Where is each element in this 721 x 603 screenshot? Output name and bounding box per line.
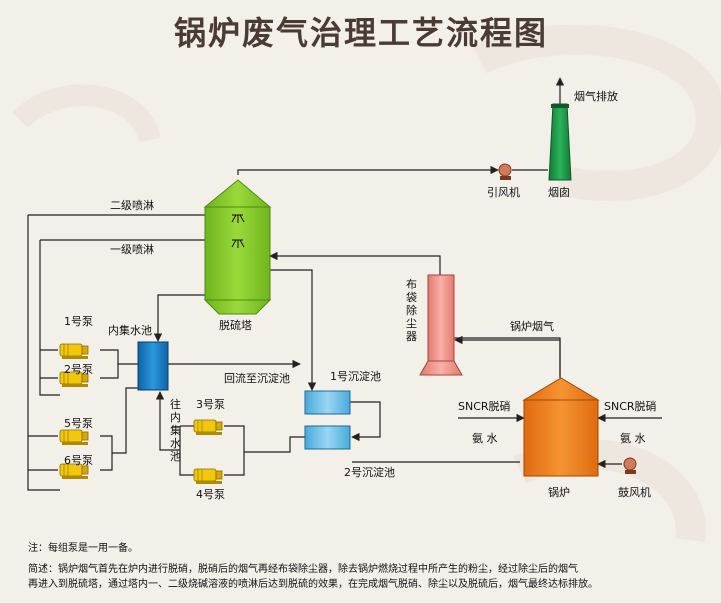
note-pumps: 注：每组泵是一用一备。 <box>28 541 138 554</box>
sed-tank-2-label: 2号沉淀池 <box>344 465 395 479</box>
sncr-right-label: SNCR脱硝 <box>604 399 657 413</box>
pump-2-label: 2号泵 <box>64 363 93 376</box>
vertical-char: 水 <box>170 437 181 450</box>
chimney-label: 烟囱 <box>548 185 570 199</box>
sedimentation-tank-1 <box>304 390 351 415</box>
ammonia-left-label: 氨 水 <box>472 432 498 445</box>
chimney <box>548 103 572 181</box>
inner-sump-label: 内集水池 <box>108 323 152 337</box>
notes: 注：每组泵是一用一备。 简述：锅炉烟气首先在炉内进行脱硝，脱硝后的烟气再经布袋除… <box>28 541 598 590</box>
pump-3-icon <box>193 419 223 436</box>
sedimentation-tank-2 <box>304 425 351 450</box>
blower-label: 鼓风机 <box>618 485 651 499</box>
vertical-char: 池 <box>170 450 181 463</box>
boiler-label: 锅炉 <box>548 486 570 499</box>
pump-1-icon <box>59 343 89 360</box>
induced-fan-icon <box>498 163 512 180</box>
pipelines <box>27 77 662 491</box>
description-line-1: 简述：锅炉烟气首先在炉内进行脱硝，脱硝后的烟气再经布袋除尘器，除去锅炉燃烧过程中… <box>28 562 578 575</box>
return-to-sed-label: 回流至沉淀池 <box>224 371 290 385</box>
bag-filter-label: 布袋除尘器 <box>406 278 417 343</box>
flue-gas-exhaust-label: 烟气排放 <box>574 89 618 103</box>
labels: 烟气排放 引风机 烟囱 二级喷淋 一级喷淋 脱硫塔 内集水池 1号泵 2号泵 5… <box>64 89 657 501</box>
vertical-char: 集 <box>170 423 181 437</box>
spray-stage2-label: 二级喷淋 <box>110 199 154 212</box>
background-decoration <box>12 24 721 543</box>
tower-label: 脱硫塔 <box>219 318 252 332</box>
sncr-left-label: SNCR脱硝 <box>458 399 511 413</box>
vertical-char: 布 <box>406 278 417 291</box>
pump-6-label: 6号泵 <box>64 454 93 467</box>
pump-5-label: 5号泵 <box>64 417 93 430</box>
spray-nozzle-icon <box>231 214 245 248</box>
vertical-char: 尘 <box>406 317 417 330</box>
to-inner-sump-label: 往内集水池 <box>170 397 181 463</box>
inner-sump <box>137 341 169 391</box>
page-title: 锅炉废气治理工艺流程图 <box>174 14 548 52</box>
boiler-flue-gas-label: 锅炉烟气 <box>510 319 554 333</box>
vertical-char: 往 <box>170 397 181 411</box>
pump-1-label: 1号泵 <box>64 315 93 328</box>
sed-tank-1-label: 1号沉淀池 <box>330 369 381 383</box>
blower-icon <box>623 457 637 474</box>
vertical-char: 内 <box>170 410 181 424</box>
vertical-char: 器 <box>406 330 417 343</box>
vertical-char: 袋 <box>406 290 417 304</box>
boiler <box>522 377 600 477</box>
spray-stage1-label: 一级喷淋 <box>110 243 154 256</box>
pump-4-icon <box>193 468 223 485</box>
bag-filter <box>419 274 463 376</box>
description-line-2: 再进入到脱硫塔，通过塔内一、二级烧碱溶液的喷淋后达到脱硫的效果，在完成烟气脱硝、… <box>28 577 598 590</box>
induced-fan-label: 引风机 <box>487 185 520 199</box>
pump-3-label: 3号泵 <box>196 398 225 411</box>
desulfurization-tower <box>203 179 272 315</box>
pump-4-label: 4号泵 <box>196 488 225 501</box>
ammonia-right-label: 氨 水 <box>620 432 646 445</box>
vertical-char: 除 <box>406 303 417 317</box>
pump-5-icon <box>59 429 89 446</box>
